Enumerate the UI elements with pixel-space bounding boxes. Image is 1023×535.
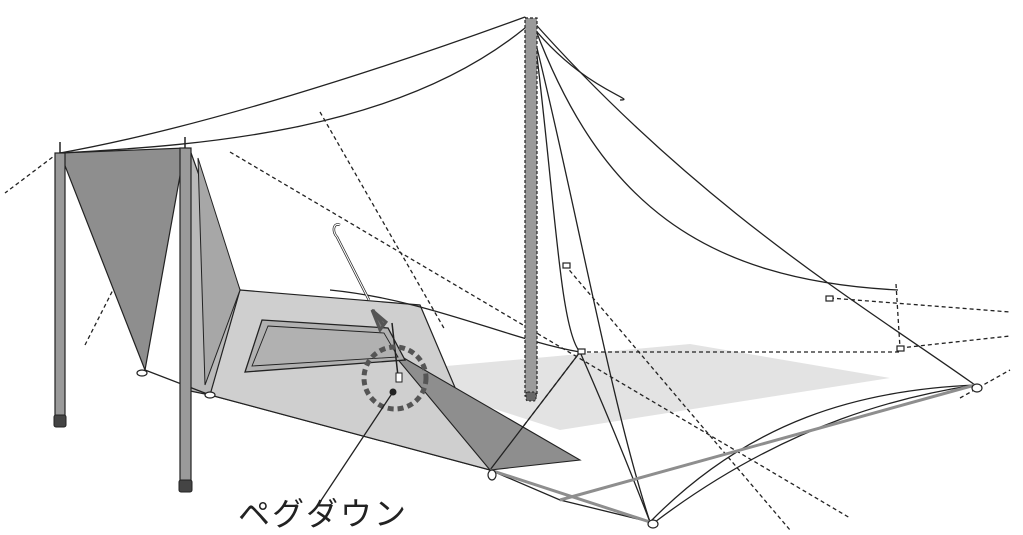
- pole-front: [179, 137, 192, 492]
- peg-down-label: ペグダウン: [238, 498, 408, 530]
- pole-left: [54, 142, 66, 427]
- grey-front-panel: [210, 290, 490, 470]
- pole-center: [525, 18, 537, 401]
- ground-line-front: [490, 470, 650, 522]
- dark-side-panel: [60, 148, 185, 370]
